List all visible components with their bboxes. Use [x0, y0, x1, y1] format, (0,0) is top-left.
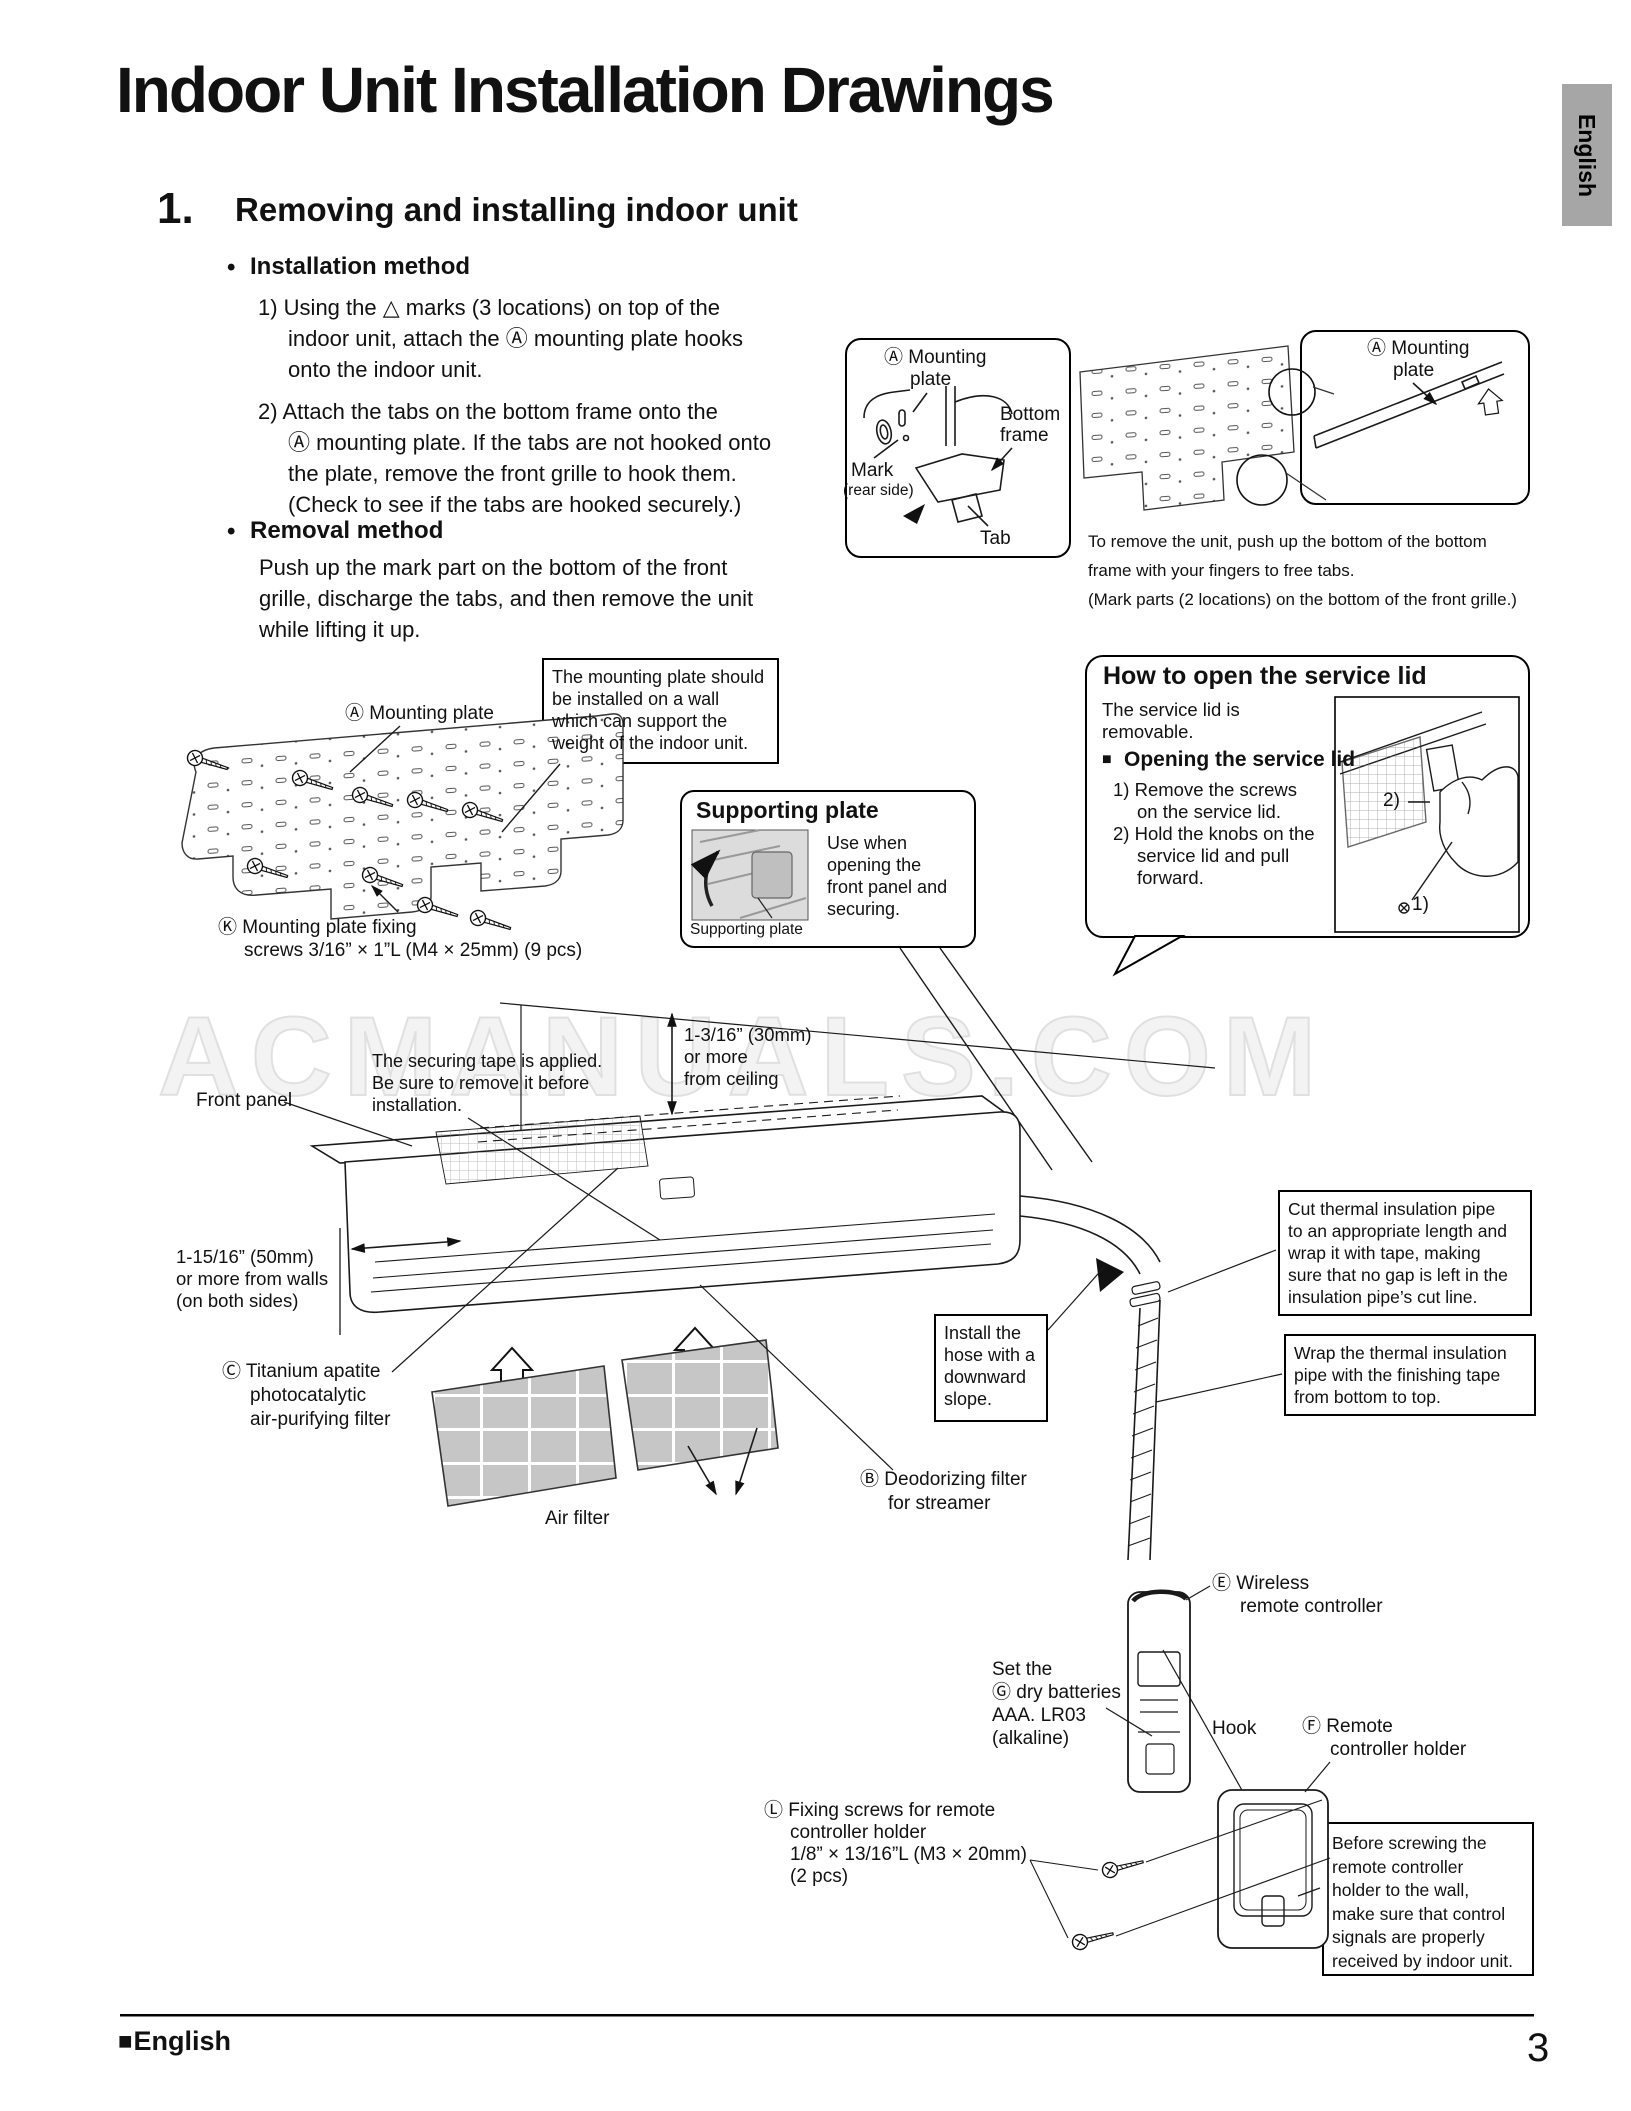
footer-rule	[120, 2014, 1534, 2017]
fixing-screws-label: Ⓚ Mounting plate fixing screws 3/16” × 1…	[218, 917, 583, 961]
drain-hose-drawing	[1019, 1195, 1283, 1561]
installation-step-2: 2) Attach the tabs on the bottom frame o…	[258, 399, 772, 517]
section-title: Removing and installing indoor unit	[235, 191, 798, 228]
front-panel-label: Front panel	[196, 1090, 293, 1111]
service-lid-step-1: 1) Remove the screws on the service lid.	[1113, 779, 1298, 822]
mounting-plate-small-drawing	[1079, 345, 1335, 511]
hose-note-box	[934, 1314, 1048, 1422]
footer-language: ■ English	[118, 2026, 231, 2057]
wrap-pipe-note-box	[1284, 1334, 1536, 1416]
remove-mounting-plate-label: Ⓐ Mounting plate	[1367, 338, 1470, 381]
footer-square-icon: ■	[118, 2027, 133, 2055]
service-lid-subheading: Opening the service lid	[1124, 748, 1356, 771]
remote-holder-drawing	[1029, 1761, 1331, 1952]
hose-note-text: Install the hose with a downward slope.	[944, 1323, 1036, 1409]
removal-heading: Removal method	[250, 517, 444, 544]
service-figure-label-2: 2)	[1383, 790, 1400, 811]
holder-screws-label: Ⓛ Fixing screws for remote controller ho…	[764, 1800, 1027, 1887]
air-filter-label: Air filter	[545, 1508, 610, 1529]
holder-note-text: Before screwing the remote controller ho…	[1332, 1833, 1513, 1971]
mounting-plate-label: Ⓐ Mounting plate	[345, 703, 494, 724]
remote-controller-drawing	[1105, 1585, 1253, 1810]
install-mounting-plate-label: Ⓐ Mounting plate	[884, 347, 987, 390]
supporting-plate-caption: Supporting plate	[690, 921, 803, 938]
service-lid-square-marker: ■	[1102, 751, 1112, 768]
service-lid-intro: The service lid is removable.	[1102, 699, 1240, 742]
section-number: 1.	[157, 184, 194, 233]
holder-note-box	[1322, 1822, 1534, 1976]
page-title: Indoor Unit Installation Drawings	[116, 54, 1055, 126]
ceiling-clearance-label: 1-3/16” (30mm) or more from ceiling	[684, 1024, 812, 1089]
hook-label: Hook	[1212, 1718, 1257, 1739]
installation-heading: Installation method	[250, 253, 471, 280]
service-lid-step-2: 2) Hold the knobs on the service lid and…	[1113, 823, 1315, 888]
removal-text: Push up the mark part on the bottom of t…	[259, 555, 754, 642]
bottom-frame-label: Bottom frame	[1000, 404, 1061, 446]
filter-b-label: Ⓑ Deodorizing filter for streamer	[860, 1469, 1027, 1514]
mark-label: Mark	[851, 460, 894, 481]
supporting-plate-text: Use when opening the front panel and sec…	[827, 833, 948, 919]
installation-step-1: 1) Using the △ marks (3 locations) on to…	[258, 295, 743, 382]
tab-label: Tab	[980, 528, 1011, 549]
language-side-tab-label: English	[1574, 113, 1601, 197]
wrap-pipe-note-text: Wrap the thermal insulation pipe with th…	[1294, 1343, 1507, 1407]
footer-language-label: English	[133, 2026, 232, 2056]
filter-c-label: Ⓒ Titanium apatite photocatalytic air-pu…	[222, 1361, 391, 1430]
service-lid-title: How to open the service lid	[1103, 662, 1427, 690]
service-figure-label-1: 1)	[1412, 894, 1429, 915]
battery-note: Set the Ⓖ dry batteries AAA. LR03 (alkal…	[992, 1659, 1121, 1749]
installation-bullet: •	[227, 254, 236, 281]
language-side-tab: English	[1562, 84, 1612, 226]
cut-pipe-note-text: Cut thermal insulation pipe to an approp…	[1288, 1199, 1508, 1307]
page-number: 3	[1527, 2026, 1550, 2070]
wall-clearance-label: 1-15/16” (50mm) or more from walls (on b…	[176, 1246, 329, 1311]
securing-tape-note: The securing tape is applied. Be sure to…	[372, 1051, 603, 1115]
wall-note-text: The mounting plate should be installed o…	[552, 667, 765, 753]
remove-unit-note: To remove the unit, push up the bottom o…	[1088, 532, 1517, 609]
mark-sublabel: (rear side)	[843, 482, 914, 499]
holder-label: Ⓕ Remote controller holder	[1302, 1716, 1467, 1760]
supporting-plate-title: Supporting plate	[696, 797, 879, 823]
removal-bullet: •	[227, 518, 236, 545]
cut-pipe-note-box	[1278, 1190, 1532, 1316]
wireless-remote-label: Ⓔ Wireless remote controller	[1212, 1573, 1383, 1617]
